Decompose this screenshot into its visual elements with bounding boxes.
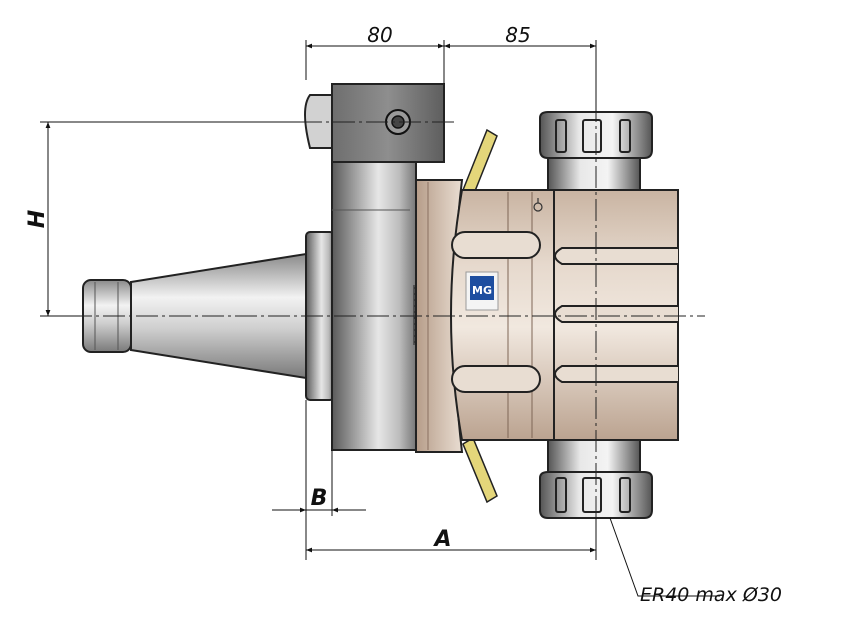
brand-logo: MG: [465, 271, 499, 311]
collet-nut-bottom: [539, 439, 653, 519]
collet-callout: ER40 max Ø30: [640, 584, 782, 606]
dimension-80: 80: [367, 23, 392, 47]
dimension-lines: [40, 40, 720, 597]
main-flange: 10 0 350: [304, 83, 445, 451]
logo-text: MG: [472, 284, 492, 297]
angle-head-housing: [450, 189, 679, 441]
dimension-H: H: [25, 210, 50, 228]
rotation-arrow-top: [462, 128, 498, 198]
centerlines: [70, 100, 705, 540]
dimension-A: A: [432, 527, 451, 552]
dimension-85: 85: [505, 23, 530, 47]
rotation-arrow-bottom: [462, 436, 498, 504]
dimension-B: B: [311, 486, 328, 511]
